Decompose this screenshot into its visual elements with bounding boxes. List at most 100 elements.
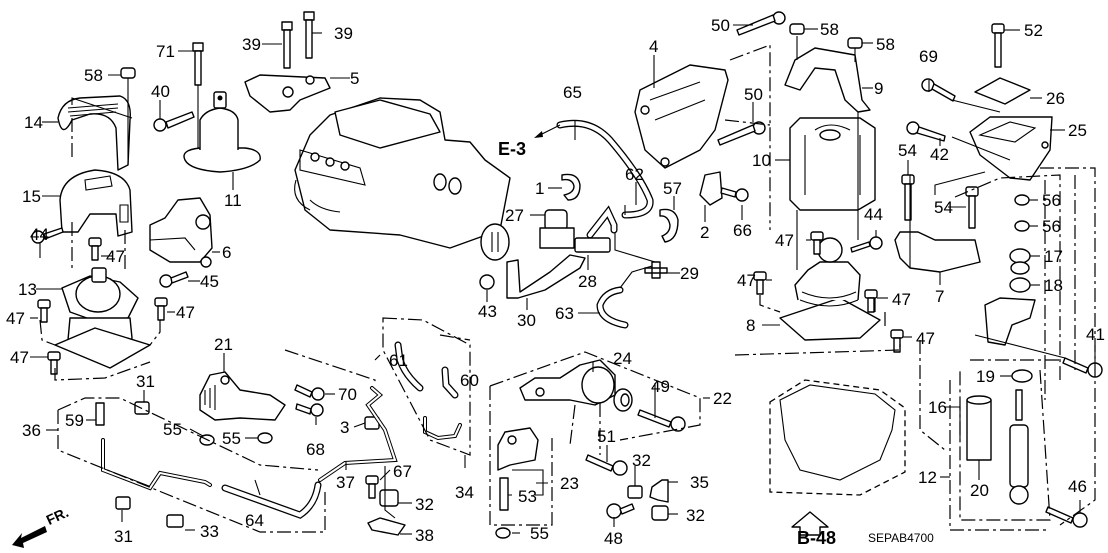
callout-5[interactable]: 5 bbox=[350, 69, 360, 88]
callout-49[interactable]: 49 bbox=[651, 377, 670, 396]
callout-57[interactable]: 57 bbox=[663, 179, 682, 198]
bolt-47-b[interactable] bbox=[37, 299, 51, 323]
callout-47-c[interactable]: 47 bbox=[176, 303, 195, 322]
bolt-66[interactable] bbox=[720, 187, 749, 202]
bracket-4[interactable] bbox=[634, 64, 729, 169]
callout-36[interactable]: 36 bbox=[22, 421, 41, 440]
bracket-35[interactable] bbox=[649, 479, 669, 503]
damper-16[interactable] bbox=[1009, 389, 1029, 505]
bolt-39-a[interactable] bbox=[281, 21, 293, 69]
clip-32-top[interactable] bbox=[627, 485, 643, 499]
callout-67[interactable]: 67 bbox=[393, 462, 412, 481]
nut-56-a[interactable] bbox=[1014, 194, 1030, 206]
callout-44-left[interactable]: 44 bbox=[30, 225, 49, 244]
bracket-6[interactable] bbox=[149, 197, 213, 268]
callout-62[interactable]: 62 bbox=[625, 165, 644, 184]
solenoid-valve-27[interactable] bbox=[539, 209, 575, 249]
callout-55-b[interactable]: 55 bbox=[222, 429, 241, 448]
callout-10[interactable]: 10 bbox=[752, 151, 771, 170]
joint-59[interactable] bbox=[95, 402, 105, 426]
bolt-70[interactable] bbox=[294, 384, 325, 401]
callout-56-b[interactable]: 56 bbox=[1042, 217, 1061, 236]
callout-8[interactable]: 8 bbox=[746, 316, 756, 335]
mount-cover-15[interactable] bbox=[59, 169, 133, 237]
bolt-47-e[interactable] bbox=[810, 231, 824, 255]
bolt-39-b[interactable] bbox=[303, 11, 315, 59]
bracket-23[interactable] bbox=[497, 427, 539, 471]
callout-54-b[interactable]: 54 bbox=[934, 198, 953, 217]
bolt-51[interactable] bbox=[585, 454, 628, 476]
callout-31-top[interactable]: 31 bbox=[136, 372, 155, 391]
callout-31-bottom[interactable]: 31 bbox=[114, 527, 133, 546]
callout-45[interactable]: 45 bbox=[200, 272, 219, 291]
bolt-68[interactable] bbox=[295, 403, 324, 417]
callout-56-a[interactable]: 56 bbox=[1042, 191, 1061, 210]
hose-63[interactable] bbox=[596, 286, 629, 329]
callout-47-h[interactable]: 47 bbox=[916, 329, 935, 348]
callout-16[interactable]: 16 bbox=[928, 398, 947, 417]
clip-32-bottom[interactable] bbox=[651, 505, 669, 521]
bracket-7[interactable] bbox=[894, 231, 981, 273]
callout-25[interactable]: 25 bbox=[1068, 121, 1087, 140]
callout-53[interactable]: 53 bbox=[518, 487, 537, 506]
nut-55-c[interactable] bbox=[495, 527, 511, 539]
callout-61[interactable]: 61 bbox=[389, 351, 408, 370]
spacer-20[interactable] bbox=[966, 395, 992, 461]
bolt-47-g[interactable] bbox=[864, 289, 878, 313]
bolt-40[interactable] bbox=[153, 111, 195, 132]
callout-47-g[interactable]: 47 bbox=[892, 290, 911, 309]
bolt-50-b[interactable] bbox=[717, 121, 766, 146]
callout-27[interactable]: 27 bbox=[505, 206, 524, 225]
callout-39-a[interactable]: 39 bbox=[242, 35, 261, 54]
callout-46[interactable]: 46 bbox=[1068, 477, 1087, 496]
e3-arrow[interactable] bbox=[534, 124, 561, 138]
callout-18[interactable]: 18 bbox=[1044, 276, 1063, 295]
callout-58-a[interactable]: 58 bbox=[820, 20, 839, 39]
mount-25[interactable] bbox=[969, 116, 1053, 181]
callout-32-left[interactable]: 32 bbox=[415, 495, 434, 514]
pipe-36[interactable] bbox=[101, 438, 212, 491]
callout-47-a[interactable]: 47 bbox=[106, 247, 125, 266]
callout-13[interactable]: 13 bbox=[18, 280, 37, 299]
callout-37[interactable]: 37 bbox=[336, 473, 355, 492]
callout-65[interactable]: 65 bbox=[563, 83, 582, 102]
callout-38[interactable]: 38 bbox=[415, 526, 434, 545]
callout-47-d[interactable]: 47 bbox=[10, 348, 29, 367]
callout-12[interactable]: 12 bbox=[918, 468, 937, 487]
clip-32-left[interactable] bbox=[379, 489, 399, 507]
bolt-54-b[interactable] bbox=[965, 186, 979, 229]
callout-34[interactable]: 34 bbox=[455, 483, 474, 502]
callout-20[interactable]: 20 bbox=[970, 481, 989, 500]
bolt-47-c[interactable] bbox=[154, 297, 168, 321]
clip-2[interactable] bbox=[699, 171, 723, 206]
clip-33[interactable] bbox=[166, 514, 184, 528]
bolt-47-a[interactable] bbox=[88, 237, 102, 261]
nut-58-left[interactable] bbox=[120, 67, 136, 79]
callout-43[interactable]: 43 bbox=[478, 302, 497, 321]
callout-68[interactable]: 68 bbox=[306, 440, 325, 459]
callout-58-left[interactable]: 58 bbox=[84, 66, 103, 85]
joint-29[interactable] bbox=[644, 261, 668, 279]
callout-50-a[interactable]: 50 bbox=[711, 16, 730, 35]
bolt-47-f[interactable] bbox=[753, 271, 767, 295]
callout-50-b[interactable]: 50 bbox=[744, 85, 763, 104]
bolt-47-d[interactable] bbox=[47, 351, 61, 375]
mount-21[interactable] bbox=[199, 371, 286, 421]
callout-40[interactable]: 40 bbox=[151, 82, 170, 101]
callout-60[interactable]: 60 bbox=[460, 371, 479, 390]
callout-30[interactable]: 30 bbox=[517, 311, 536, 330]
callout-4[interactable]: 4 bbox=[649, 37, 659, 56]
bolt-46[interactable] bbox=[1045, 506, 1088, 528]
callout-32-top[interactable]: 32 bbox=[632, 451, 651, 470]
bolt-52[interactable] bbox=[991, 23, 1005, 68]
pipe-set-34[interactable] bbox=[394, 341, 462, 441]
callout-66[interactable]: 66 bbox=[733, 221, 752, 240]
callout-22[interactable]: 22 bbox=[713, 389, 732, 408]
callout-69[interactable]: 69 bbox=[919, 47, 938, 66]
callout-42[interactable]: 42 bbox=[930, 145, 949, 164]
callout-55-a[interactable]: 55 bbox=[163, 420, 182, 439]
callout-14[interactable]: 14 bbox=[24, 113, 43, 132]
bolt-45[interactable] bbox=[159, 271, 189, 288]
mount-cover-10[interactable] bbox=[789, 117, 876, 211]
bolt-49[interactable] bbox=[637, 409, 686, 432]
